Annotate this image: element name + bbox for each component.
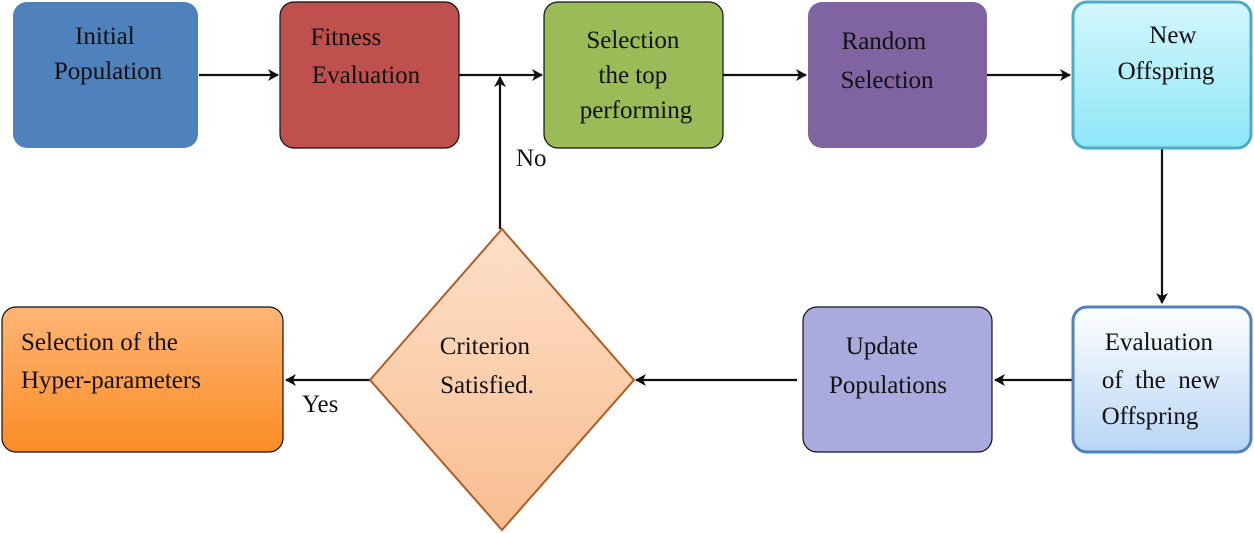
edge-label-yes: Yes bbox=[302, 391, 338, 418]
svg-text:New Offspring: New Offspring bbox=[1118, 22, 1215, 85]
node-new-offspring: New Offspring bbox=[1071, 0, 1253, 150]
node-random-selection: Random Selection bbox=[808, 2, 987, 148]
node-fitness-evaluation: Fitness Evaluation bbox=[279, 1, 460, 149]
node-label-line: Initial bbox=[75, 23, 135, 50]
node-label-line: the top bbox=[599, 62, 668, 89]
svg-text:Criterion Satisfied.: Criterion Satisfied. bbox=[440, 333, 537, 399]
node-update-populations: Update Populations bbox=[802, 306, 993, 453]
node-label-line: Fitness bbox=[310, 24, 381, 51]
node-label-line: Random bbox=[842, 28, 927, 55]
svg-text:Fitness Evaluation: Fitness Evaluation bbox=[310, 24, 420, 89]
node-label-line: New bbox=[1149, 22, 1196, 49]
svg-text:Selection of the Hyper-p: Selection of the Hyper-parameters bbox=[21, 329, 201, 394]
node-shape bbox=[1071, 305, 1253, 454]
node-label-line: Criterion bbox=[440, 333, 531, 360]
node-label-line: Update bbox=[846, 333, 918, 360]
node-label-line: Population bbox=[54, 58, 163, 85]
node-selection-top-performing: Selection the top performing bbox=[543, 1, 724, 149]
svg-text:Selection the top: Selection the top performing bbox=[580, 27, 693, 124]
edge-label-no: No bbox=[516, 145, 547, 172]
node-label-line: of the new bbox=[1102, 367, 1220, 394]
svg-text:Evaluation of the new: Evaluation of the new Offspring bbox=[1102, 329, 1227, 430]
node-label-line: Populations bbox=[829, 372, 947, 399]
svg-text:Update Populations: Update Populations bbox=[829, 333, 947, 399]
decision-diamond bbox=[368, 227, 636, 532]
node-shape bbox=[543, 1, 724, 149]
node-shape bbox=[1071, 0, 1253, 150]
node-shape bbox=[1, 306, 284, 453]
node-shape bbox=[802, 306, 993, 453]
node-initial-population: Initial Population bbox=[13, 2, 198, 148]
node-criterion-satisfied: Criterion Satisfied. bbox=[368, 227, 636, 532]
svg-text:Random Selection: Random Selection bbox=[840, 28, 934, 94]
node-shape bbox=[279, 1, 460, 149]
node-label-line: Selection bbox=[840, 67, 934, 94]
node-shape bbox=[808, 2, 987, 148]
node-label-line: Selection of the bbox=[21, 329, 178, 356]
node-label-line: Satisfied. bbox=[440, 372, 534, 399]
node-selection-hyper-parameters: Selection of the Hyper-parameters bbox=[1, 306, 284, 453]
svg-text:Initial Population: Initial Population bbox=[54, 23, 163, 85]
edges bbox=[199, 69, 1168, 386]
node-label-line: Offspring bbox=[1118, 58, 1215, 85]
node-label-line: Offspring bbox=[1102, 403, 1199, 430]
node-label-line: Selection bbox=[586, 27, 680, 54]
node-label-line: Hyper-parameters bbox=[21, 367, 201, 394]
node-shape bbox=[13, 2, 198, 148]
node-evaluation-new-offspring: Evaluation of the new Offspring bbox=[1071, 305, 1253, 454]
node-label-line: performing bbox=[580, 97, 693, 124]
node-label-line: Evaluation bbox=[312, 62, 421, 89]
node-label-line: Evaluation bbox=[1105, 329, 1214, 356]
